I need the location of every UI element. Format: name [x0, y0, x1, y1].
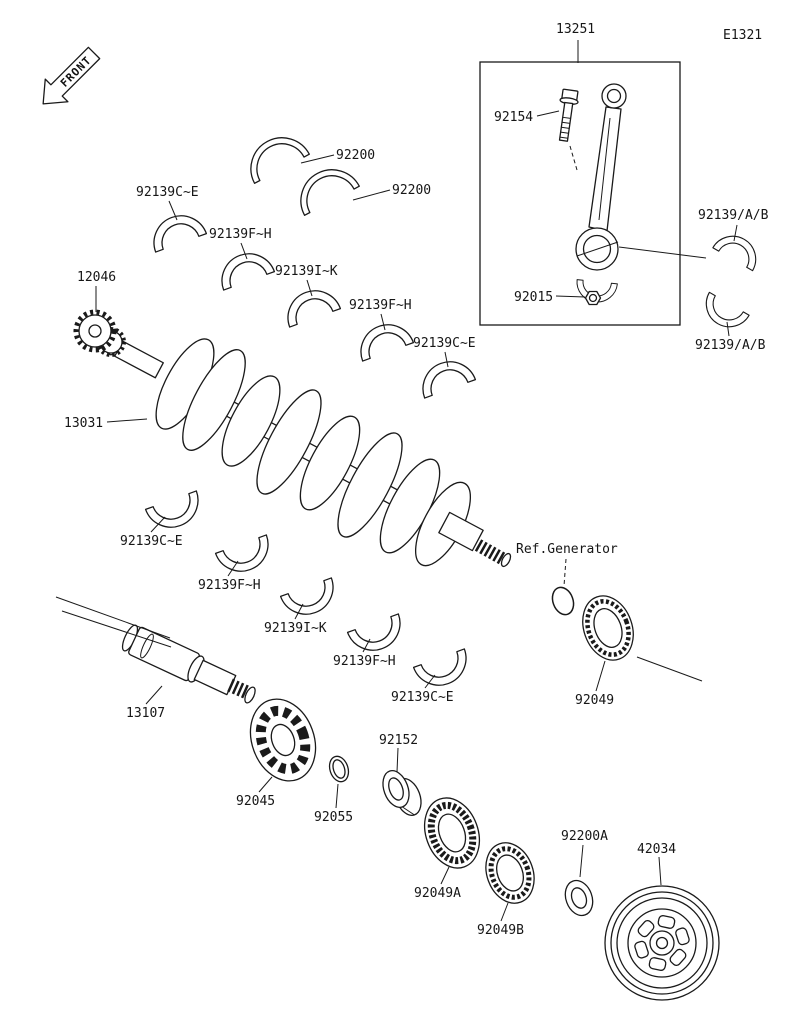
generator-ref-ring: [551, 586, 575, 616]
part-label-92139f-h-1: 92139F~H: [209, 227, 272, 242]
part-label-92139-a-b-2: 92139/A/B: [695, 338, 766, 353]
balancer-shaft: [121, 624, 256, 704]
part-label-ref-generator: Ref.Generator: [516, 542, 618, 557]
part-label-92139c-e-2: 92139C~E: [413, 336, 476, 351]
crankshaft: [108, 338, 512, 568]
part-label-92139-a-b-1: 92139/A/B: [698, 208, 769, 223]
part-label-13107: 13107: [126, 706, 166, 721]
rod-bearing-shell-lower: [697, 291, 750, 336]
front-arrow: FRONT: [42, 46, 101, 105]
coupler: [604, 885, 720, 1001]
washer: [564, 879, 594, 917]
o-ring: [328, 755, 350, 783]
part-label-13251: 13251: [556, 22, 596, 37]
part-label-92139f-h-3: 92139F~H: [198, 578, 261, 593]
part-label-92015: 92015: [514, 290, 554, 305]
part-label-92139f-h-2: 92139F~H: [349, 298, 412, 313]
oil-seal-92049b: [485, 842, 535, 904]
part-label-92200a: 92200A: [561, 829, 608, 844]
part-label-12046: 12046: [77, 270, 117, 285]
part-label-92200-2: 92200: [392, 183, 432, 198]
rod-nut: [584, 290, 602, 306]
part-label-92045: 92045: [236, 794, 276, 809]
oil-seal-92049a: [423, 797, 481, 869]
rod-bolt: [558, 88, 579, 142]
oil-seal-92049: [582, 595, 634, 661]
part-label-13031: 13031: [64, 416, 104, 431]
part-label-92049: 92049: [575, 693, 615, 708]
part-label-92139i-k-1: 92139I~K: [275, 264, 338, 279]
thrust-washer-2: [289, 158, 360, 216]
rod-bearing-shell-upper: [712, 227, 765, 272]
part-label-92139c-e-3: 92139C~E: [120, 534, 183, 549]
part-label-92154: 92154: [494, 110, 534, 125]
leader-lines: [55, 40, 738, 922]
part-label-92049a: 92049A: [414, 886, 461, 901]
part-label-42034: 42034: [637, 842, 677, 857]
part-label-92139i-k-2: 92139I~K: [264, 621, 327, 636]
figure-code: E1321: [723, 28, 763, 43]
part-label-92200-1: 92200: [336, 148, 376, 163]
inset-box: [479, 61, 681, 326]
part-label-92139c-e-1: 92139C~E: [136, 185, 199, 200]
primary-gear: [73, 309, 126, 357]
connecting-rod: [574, 83, 627, 305]
collar: [382, 770, 422, 816]
ball-bearing: [249, 698, 317, 782]
part-label-92055: 92055: [314, 810, 354, 825]
part-label-92139c-e-4: 92139C~E: [391, 690, 454, 705]
part-label-92049b: 92049B: [477, 923, 524, 938]
thrust-washer-1: [239, 126, 310, 184]
part-label-92152: 92152: [379, 733, 419, 748]
part-label-92139f-h-4: 92139F~H: [333, 654, 396, 669]
